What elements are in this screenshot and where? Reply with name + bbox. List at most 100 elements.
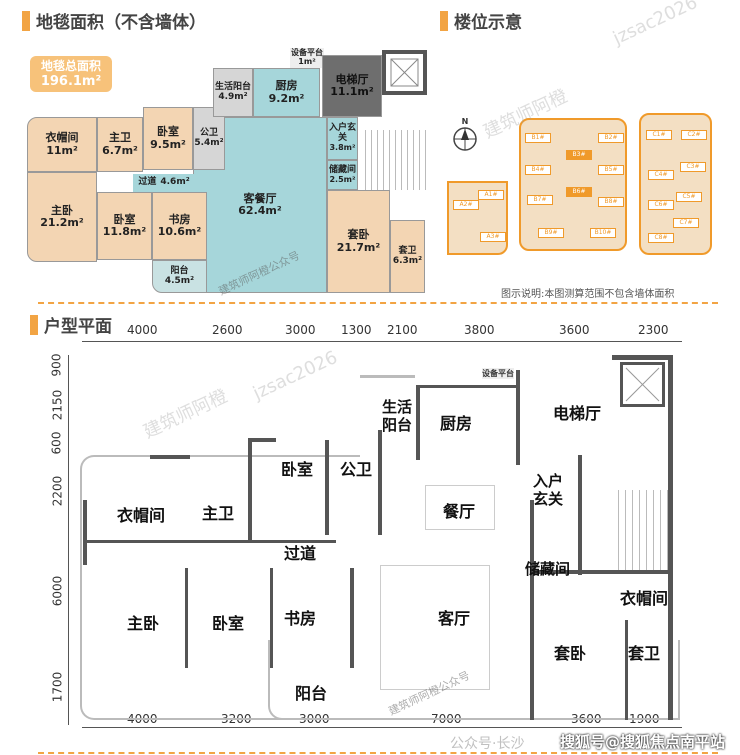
building-marker: C7# [673,218,699,228]
building-marker: B5# [598,165,624,175]
building-marker: B3# [566,150,592,160]
watermark: 建筑师阿橙 [140,385,231,443]
label-study: 书房 [284,609,317,628]
building-marker: C3# [680,162,706,172]
label-suite-bedroom: 套卧 [554,644,587,663]
label-kitchen: 厨房 [440,414,473,433]
building-marker: A3# [480,232,506,242]
wall [270,568,273,668]
building-marker: C8# [648,233,674,243]
dim-left: 1700 [50,671,65,703]
elevator-shaft-icon [382,50,427,95]
outer-wall-left [80,455,360,720]
wall [530,500,534,720]
label-living: 客厅 [438,609,471,628]
top-dimension-line [82,341,682,342]
wechat-watermark: 公众号·长沙 [450,736,525,752]
wall [416,385,420,460]
label-master-bath: 主卫 [202,504,235,523]
label-storage: 储藏间 [525,560,571,578]
wall [325,440,329,535]
dim-top: 2300 [638,323,669,337]
building-marker: B2# [598,133,624,143]
building-marker: B6# [566,187,592,197]
dim-left: 600 [49,431,64,455]
dim-top: 2600 [212,323,243,337]
building-marker: C6# [648,200,674,210]
label-suite-bath: 套卫 [628,644,661,663]
building-marker: A1# [478,190,504,200]
label-balcony: 阳台 [295,684,328,703]
stairs [360,130,426,190]
wall [360,375,415,378]
dim-top: 1300 [341,323,372,337]
building-marker: B7# [527,195,553,205]
plan-title: 户型平面 [30,312,112,337]
watermark: jzsac2026 [609,0,701,50]
stairs [612,490,668,570]
wall [350,568,354,668]
bottom-dimension-line [82,727,682,728]
dim-top: 3600 [559,323,590,337]
dim-top: 3800 [464,323,495,337]
dim-left: 900 [49,353,64,377]
wall [83,500,87,565]
wall [248,440,252,540]
dim-left: 6000 [50,575,65,607]
building-marker: B1# [525,133,551,143]
dim-top: 4000 [127,323,158,337]
watermark: jzsac2026 [249,346,341,405]
location-title: 楼位示意 [440,8,522,33]
wall [416,385,516,388]
building-marker: C4# [648,170,674,180]
wall [248,438,276,442]
outer-wall-bottom [268,640,680,720]
left-dimension-line [68,355,69,725]
building-marker: A2# [453,200,479,210]
label-bedroom: 卧室 [281,460,314,479]
wall [185,568,188,668]
label-public-bath: 公卫 [340,460,373,479]
legend-note: 图示说明:本图测算范围不包含墙体面积 [501,289,675,300]
label-bedroom-2: 卧室 [212,614,245,633]
north-compass-icon: N [452,117,478,155]
dim-top: 2100 [387,323,418,337]
label-dining: 餐厅 [443,502,476,521]
building-marker: C5# [676,192,702,202]
carpet-area-title: 地毯面积（不含墙体） [22,8,206,33]
label-cloakroom: 衣帽间 [117,506,166,525]
divider-bottom [38,752,718,754]
label-equipment-platform: 设备平台 [482,368,514,379]
wall [86,540,336,543]
label-corridor: 过道 [284,544,317,563]
wall [612,355,672,360]
divider-top [38,302,718,304]
elevator-icon [620,362,665,407]
dim-left: 2200 [50,475,65,507]
wall [150,455,190,459]
wall [578,455,582,575]
building-marker: B10# [590,228,616,238]
dim-top: 3000 [285,323,316,337]
label-elevator-hall: 电梯厅 [553,404,602,423]
wall [378,430,382,535]
dining-table [425,485,495,530]
wall [668,355,673,720]
building-marker: B4# [525,165,551,175]
label-suite-cloakroom: 衣帽间 [620,589,669,608]
